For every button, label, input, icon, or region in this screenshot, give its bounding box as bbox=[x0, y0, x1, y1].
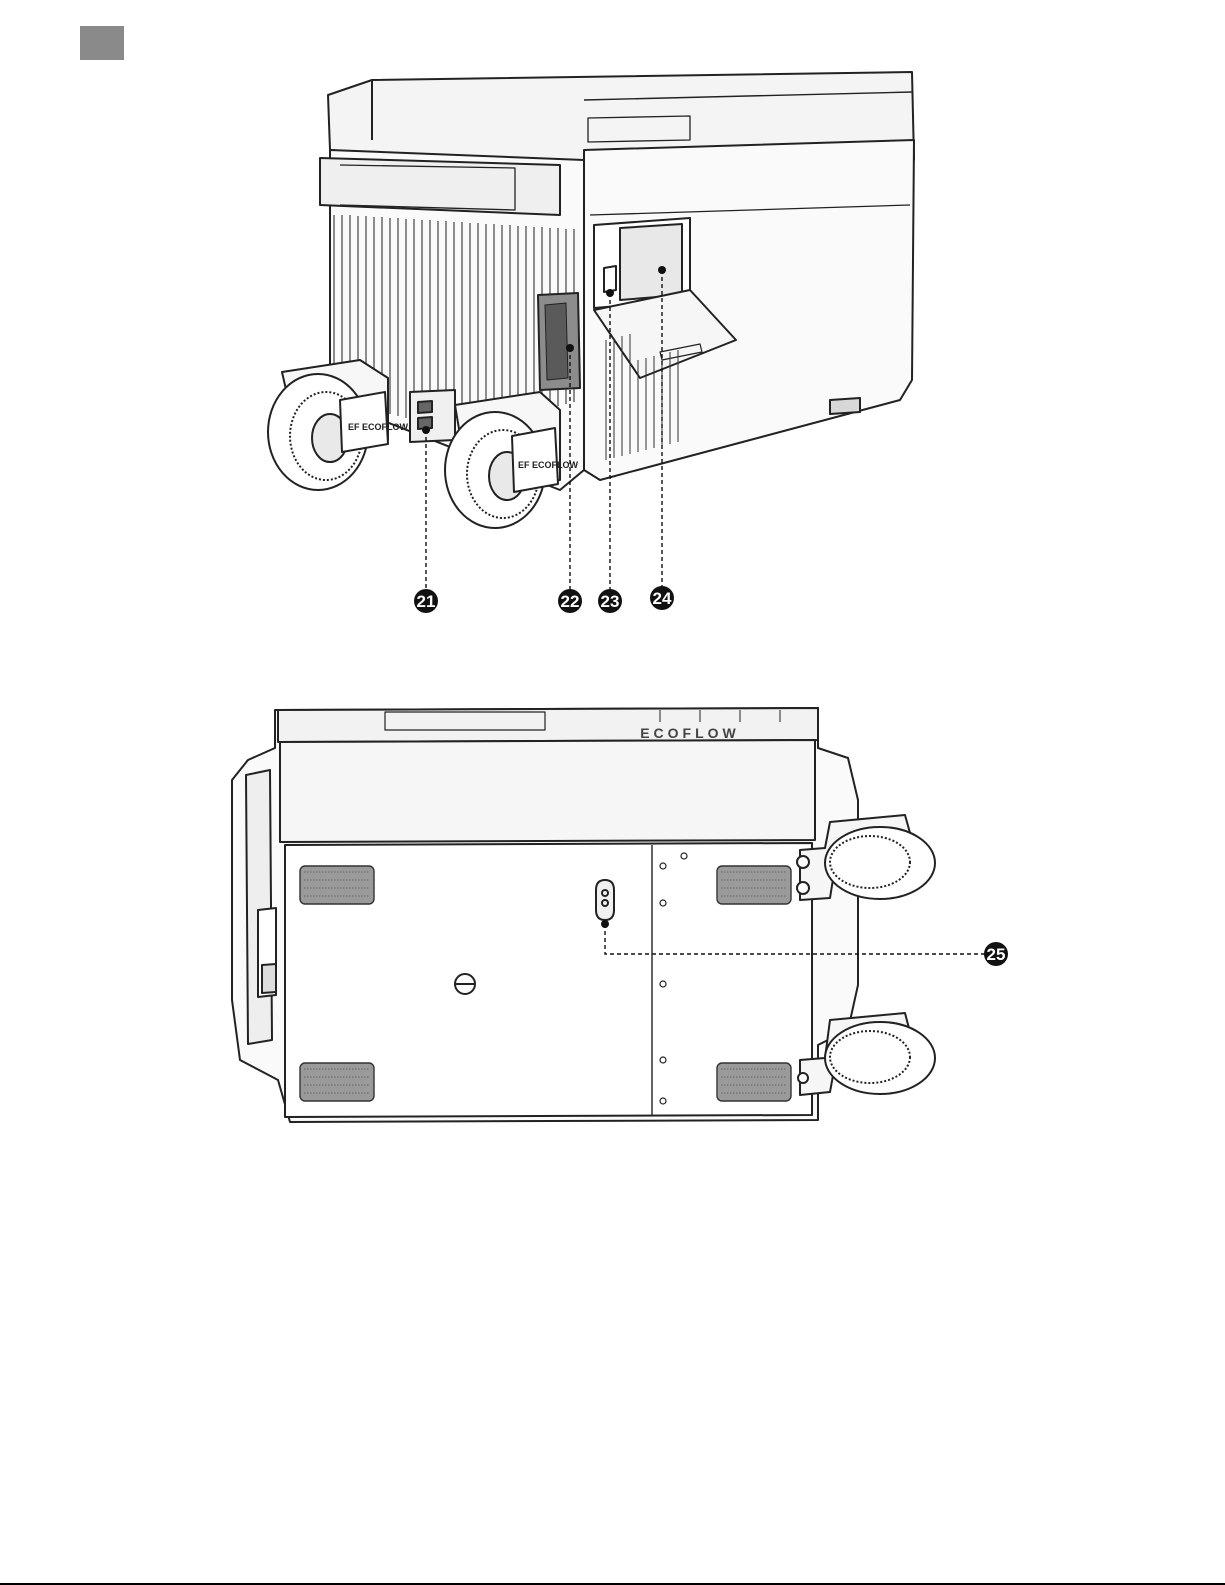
anchor-dot-22 bbox=[566, 344, 574, 352]
callout-22: 22 bbox=[558, 589, 582, 613]
callout-24: 24 bbox=[650, 586, 674, 610]
bottom-view-brand-logo: ECOFLOW bbox=[640, 725, 740, 741]
callout-23: 23 bbox=[598, 589, 622, 613]
callout-21-number: 21 bbox=[417, 592, 436, 611]
rear-view-figure: EF ECOFLOW EF ECOFLOW 21 bbox=[0, 0, 1225, 640]
anchor-dot-21 bbox=[422, 426, 430, 434]
anchor-dot-23 bbox=[606, 289, 614, 297]
bottom-view-figure: ECOFLOW 25 bbox=[0, 690, 1225, 1140]
rear-view-illustration: EF ECOFLOW EF ECOFLOW 21 bbox=[0, 0, 1225, 640]
wheel-brand-badge-left: EF ECOFLOW bbox=[348, 422, 408, 432]
anchor-dot-24 bbox=[658, 266, 666, 274]
callout-25-number: 25 bbox=[987, 945, 1006, 964]
callout-23-number: 23 bbox=[601, 592, 620, 611]
callout-24-number: 24 bbox=[653, 589, 672, 608]
bottom-view-illustration: ECOFLOW 25 bbox=[0, 690, 1225, 1140]
callout-25: 25 bbox=[984, 942, 1008, 966]
callout-22-number: 22 bbox=[561, 592, 580, 611]
callout-21: 21 bbox=[414, 589, 438, 613]
anchor-dot-25 bbox=[601, 920, 609, 928]
